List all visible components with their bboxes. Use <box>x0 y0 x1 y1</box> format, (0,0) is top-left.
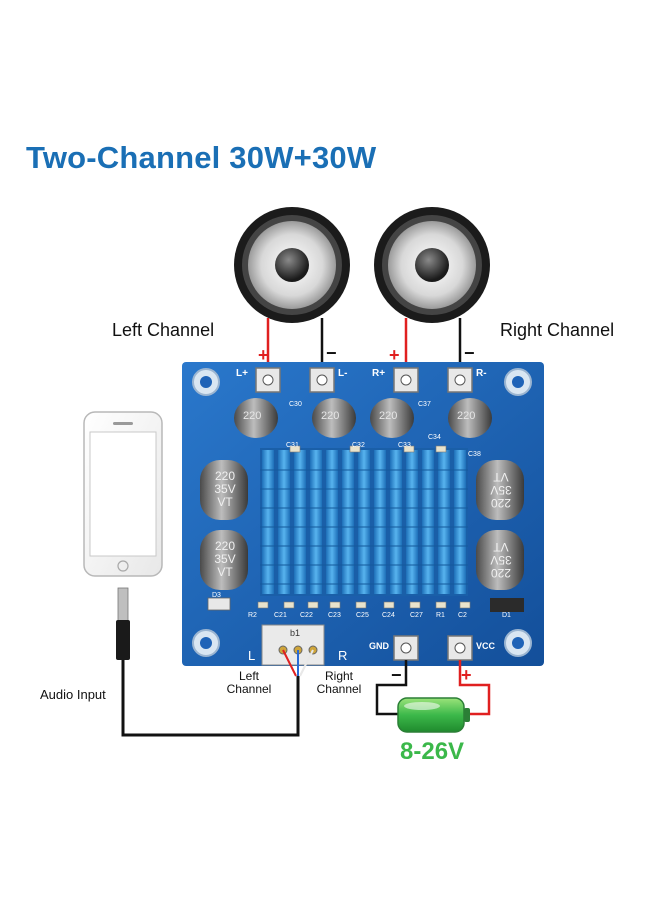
component-label: C23 <box>328 612 341 619</box>
component-label: R1 <box>436 612 445 619</box>
large-capacitors <box>200 460 524 590</box>
left-speaker-icon <box>234 207 350 323</box>
left-channel-label: Left Channel <box>112 320 215 340</box>
input-left-line2: Channel <box>226 682 272 696</box>
vcc-label: VCC <box>476 641 496 651</box>
component-label: C25 <box>356 612 369 619</box>
voltage-label: 8-26V <box>400 738 465 765</box>
diagram-title: Two-Channel 30W+30W <box>26 140 377 175</box>
cap-value-2: 220 <box>321 410 340 422</box>
cap-value-3: 220 <box>379 410 398 422</box>
component-label: C32 <box>352 442 365 449</box>
cap-value-4: 220 <box>457 410 476 422</box>
right-channel-label: Right Channel <box>500 320 615 340</box>
heatsink <box>260 448 468 596</box>
large-cap-1-voltage: 35V <box>214 482 236 496</box>
component-label: C22 <box>300 612 313 619</box>
terminal-l-minus-label: L- <box>338 368 348 379</box>
smartphone-icon <box>83 411 163 577</box>
speaker-wires <box>266 318 462 370</box>
large-cap-2-value: 220 <box>214 539 236 553</box>
component-label: C21 <box>274 612 287 619</box>
large-cap-4-label: 220 35V VT <box>486 540 516 580</box>
vcc-plus-sign: + <box>461 665 472 685</box>
input-l-label: L <box>248 648 256 663</box>
input-r-label: R <box>338 648 348 663</box>
large-cap-1-series: VT <box>217 495 233 509</box>
input-right-channel-label: Right Channel <box>313 670 365 696</box>
component-label: C37 <box>418 401 431 408</box>
gnd-label: GND <box>369 641 389 651</box>
power-wires <box>375 660 491 716</box>
input-right-line2: Channel <box>316 682 362 696</box>
terminal-r-plus-label: R+ <box>372 368 386 379</box>
component-label: R2 <box>248 612 257 619</box>
large-cap-4-value: 220 <box>490 566 512 580</box>
right-speaker-icon <box>374 207 490 323</box>
component-label: C38 <box>468 451 481 458</box>
component-label: C34 <box>428 434 441 441</box>
large-cap-1-label: 220 35V VT <box>210 470 240 509</box>
input-right-line1: Right <box>324 669 353 683</box>
input-left-channel-label: Left Channel <box>224 670 274 696</box>
component-label: C33 <box>398 442 411 449</box>
large-cap-2-series: VT <box>217 565 233 579</box>
heatsink-fins <box>260 450 468 594</box>
audio-cable <box>116 587 300 737</box>
large-cap-3-label: 220 35V VT <box>486 470 516 510</box>
audio-input-label: Audio Input <box>40 687 106 702</box>
left-minus-sign: − <box>326 343 337 363</box>
large-cap-2-label: 220 35V VT <box>210 540 240 579</box>
diode-d1 <box>490 598 524 612</box>
large-cap-3-series: VT <box>493 470 509 484</box>
amplifier-board <box>182 362 544 666</box>
large-cap-3-voltage: 35V <box>490 483 512 497</box>
component-label: C31 <box>286 442 299 449</box>
large-cap-2-voltage: 35V <box>214 552 236 566</box>
terminal-l-plus-label: L+ <box>236 368 248 379</box>
input-left-line1: Left <box>238 669 259 683</box>
right-minus-sign: − <box>464 343 475 363</box>
large-cap-1-value: 220 <box>214 469 236 483</box>
component-label: D3 <box>212 592 221 599</box>
large-cap-4-series: VT <box>493 540 509 554</box>
small-capacitors <box>234 398 492 438</box>
input-header-label: b1 <box>290 628 301 638</box>
diode-d3 <box>207 597 231 611</box>
right-plus-sign: + <box>389 345 400 365</box>
component-label: C24 <box>382 612 395 619</box>
large-cap-3-value: 220 <box>490 496 512 510</box>
large-cap-4-voltage: 35V <box>490 553 512 567</box>
gnd-minus-sign: − <box>391 665 402 685</box>
component-label: C2 <box>458 612 467 619</box>
cap-value-1: 220 <box>243 410 262 422</box>
smd-components <box>257 445 471 609</box>
component-label: C30 <box>289 401 302 408</box>
component-label: C27 <box>410 612 423 619</box>
component-label: D1 <box>502 612 511 619</box>
terminal-r-minus-label: R- <box>476 368 487 379</box>
battery-icon <box>397 697 470 733</box>
left-plus-sign: + <box>258 345 269 365</box>
input-wires <box>282 649 314 677</box>
